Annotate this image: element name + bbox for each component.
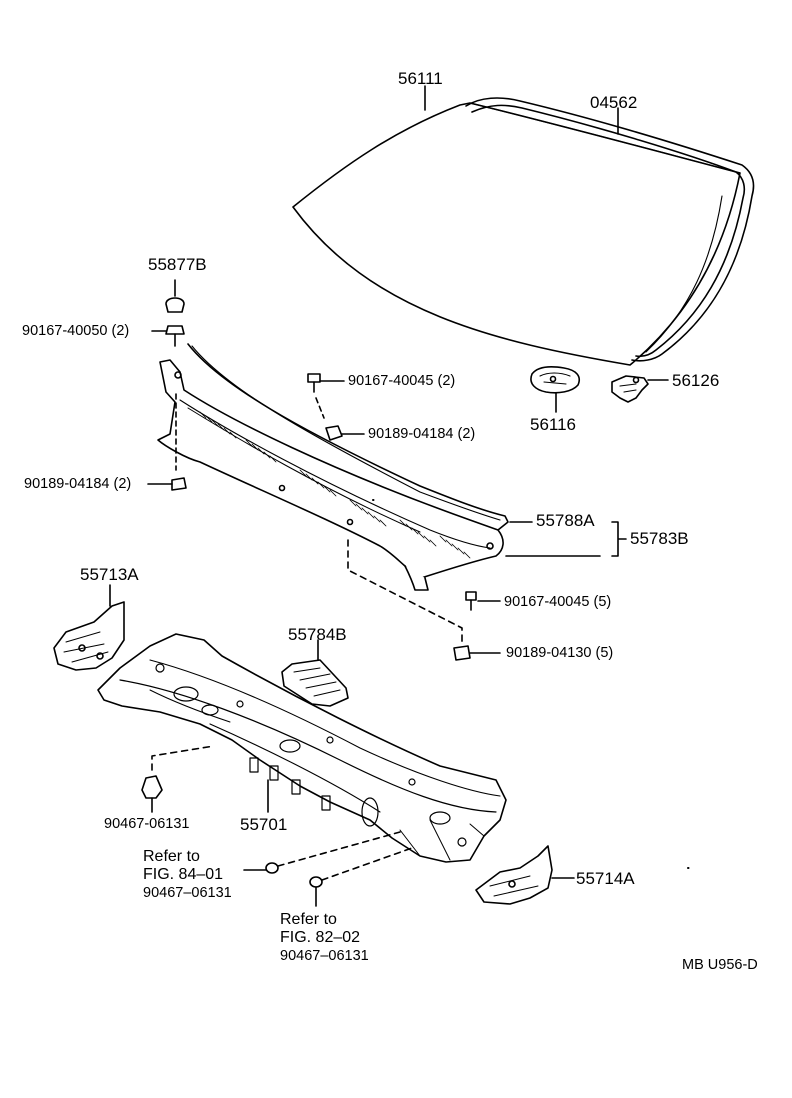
side-panel-left [53,584,125,671]
stray-dots [372,499,690,869]
label-04562: 04562 [590,93,638,112]
label-90167-40050: 90167-40050 (2) [22,323,130,339]
cowl-panel-55701 [97,633,507,863]
label-56126: 56126 [672,371,720,390]
windshield-molding [465,97,755,362]
ref2-line2: FIG. 82–02 [280,929,361,946]
label-55784B: 55784B [288,625,347,644]
label-56111: 56111 [398,69,443,88]
side-panel-right [475,845,575,905]
cowl-top-panel [157,343,509,591]
label-90189-04130: 90189-04130 (5) [506,645,614,661]
label-90167-40045-lower: 90167-40045 (5) [504,594,612,610]
retainer-56126 [611,375,669,403]
label-90189-04184-left: 90189-04184 (2) [24,476,132,492]
clip-left [141,745,215,813]
label-90189-04184-center: 90189-04184 (2) [368,426,476,442]
pad-55784B [281,639,349,707]
ref1-line2: FIG. 84–01 [143,866,224,883]
drawing-id: MB U956-D [682,957,758,973]
label-55877B: 55877B [148,255,207,274]
ref2-part: 90467–06131 [280,948,369,964]
reference-fig-84-01: Refer to FIG. 84–01 90467–06131 [143,848,232,902]
label-55783B: 55783B [630,529,689,548]
windshield-glass [292,102,741,366]
reference-fig-82-02: Refer to FIG. 82–02 90467–06131 [280,911,369,965]
bracket-56116 [530,366,580,413]
cap-55877B [151,279,185,347]
ref1-part: 90467–06131 [143,885,232,901]
label-55714A: 55714A [576,869,635,888]
label-55788A: 55788A [536,511,595,530]
label-55713A: 55713A [80,565,139,584]
leader-lines [424,85,619,135]
label-90467-06131-left: 90467-06131 [104,816,190,832]
ref-clips [243,831,413,907]
ref2-line1: Refer to [280,911,337,928]
label-90167-40045-top: 90167-40045 (2) [348,373,456,389]
ref1-line1: Refer to [143,848,200,865]
label-56116: 56116 [530,415,577,434]
label-55701: 55701 [240,815,288,834]
cowl-top-fasteners [147,373,627,661]
